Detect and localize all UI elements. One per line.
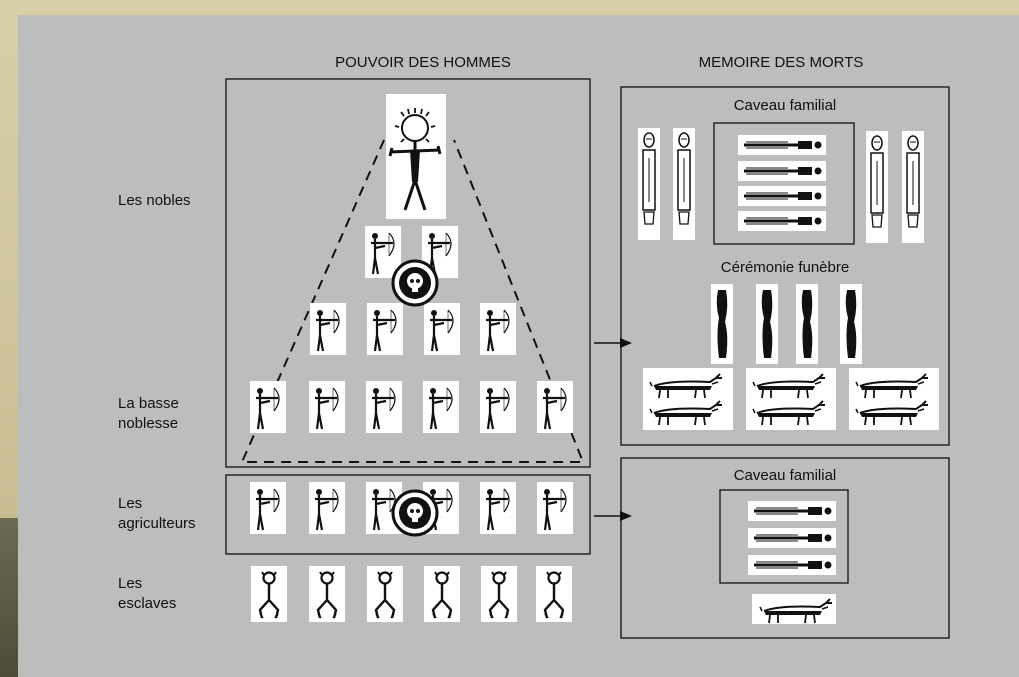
standing-stone-icon xyxy=(756,284,778,364)
header-memoire: MEMOIRE DES MORTS xyxy=(699,54,864,71)
sacrificed-animal-icon xyxy=(746,368,836,430)
standing-stone-icon xyxy=(711,284,733,364)
lying-body-icon xyxy=(738,161,826,181)
archer-icon xyxy=(537,482,573,534)
lying-body-icon xyxy=(748,528,836,548)
archer-icon xyxy=(310,303,346,355)
slave-figure-icon xyxy=(367,566,403,622)
standing-stone-icon xyxy=(840,284,862,364)
slave-figure-icon xyxy=(424,566,460,622)
sun-headed-figure-icon xyxy=(386,94,446,219)
lying-body-icon xyxy=(748,501,836,521)
stele-statue-icon xyxy=(866,131,888,243)
sacrificed-animal-icon xyxy=(752,594,836,624)
label-agri-line1: Les xyxy=(118,495,142,512)
label-agri-line2: agriculteurs xyxy=(118,515,196,532)
label-nobles: Les nobles xyxy=(118,192,191,209)
archer-icon xyxy=(366,381,402,433)
archer-icon xyxy=(423,381,459,433)
sacrificed-animal-icon xyxy=(643,368,733,430)
skull-icon xyxy=(393,261,437,305)
slave-figure-icon xyxy=(309,566,345,622)
stele-statue-icon xyxy=(638,128,660,240)
archer-icon xyxy=(250,381,286,433)
archer-icon xyxy=(250,482,286,534)
header-pouvoir: POUVOIR DES HOMMES xyxy=(335,54,511,71)
archer-icon xyxy=(537,381,573,433)
stele-statue-icon xyxy=(673,128,695,240)
label-escl-line2: esclaves xyxy=(118,595,176,612)
label-caveau-bottom: Caveau familial xyxy=(734,467,837,484)
label-escl-line1: Les xyxy=(118,575,142,592)
slave-figure-icon xyxy=(481,566,517,622)
label-ceremonie: Cérémonie funèbre xyxy=(721,259,849,276)
archer-icon xyxy=(480,303,516,355)
sacrificed-animal-icon xyxy=(849,368,939,430)
stele-statue-icon xyxy=(902,131,924,243)
standing-stone-icon xyxy=(796,284,818,364)
archer-icon xyxy=(480,482,516,534)
label-basse-line2: noblesse xyxy=(118,415,178,432)
skull-icon xyxy=(393,491,437,535)
label-basse-line1: La basse xyxy=(118,395,179,412)
arrow-agri-to-memoire xyxy=(594,511,632,521)
archer-icon xyxy=(424,303,460,355)
archer-icon xyxy=(309,381,345,433)
slave-figure-icon xyxy=(251,566,287,622)
label-caveau-top: Caveau familial xyxy=(734,97,837,114)
arrow-nobles-to-memoire xyxy=(594,338,632,348)
archer-icon xyxy=(367,303,403,355)
slave-figure-icon xyxy=(536,566,572,622)
lying-body-icon xyxy=(748,555,836,575)
lying-body-icon xyxy=(738,186,826,206)
archer-icon xyxy=(309,482,345,534)
archer-icon xyxy=(480,381,516,433)
lying-body-icon xyxy=(738,135,826,155)
lying-body-icon xyxy=(738,211,826,231)
